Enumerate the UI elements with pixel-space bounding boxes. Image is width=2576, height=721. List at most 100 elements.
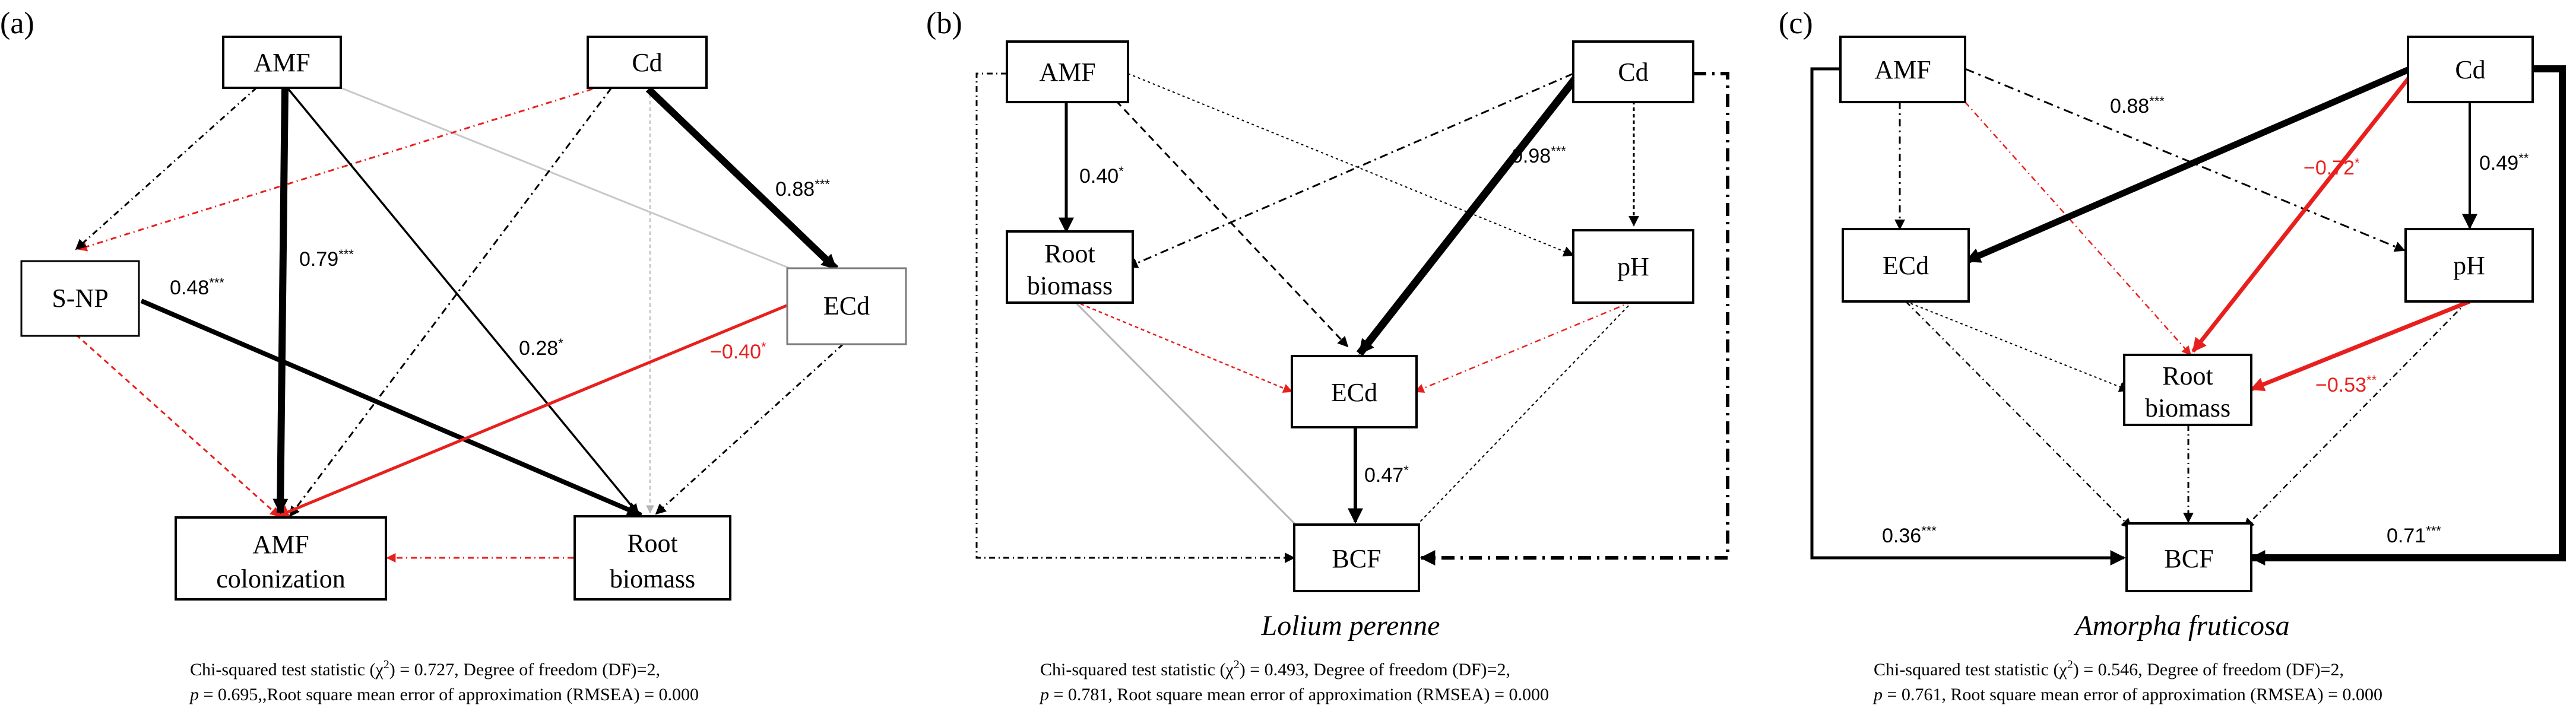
stats-line-1-c: Chi-squared test statistic (χ2) = 0.546,… [1874,658,2344,679]
svg-text:colonization: colonization [216,564,346,593]
svg-text:Cd: Cd [2455,55,2485,84]
node-ecd: ECd [786,267,907,345]
coef-cd-ecd: 0.98*** [1512,144,1566,167]
path-amf-to-ph [1965,68,2406,252]
svg-text:BCF: BCF [1332,544,1381,573]
path-cd-to-snp [77,88,593,252]
panel-label-a: (a) [0,7,34,40]
stats-line-2-c: p = 0.761, Root square mean error of app… [1872,685,2382,704]
path-cd-to-bcf-outer [2249,65,2566,566]
path-snp-to-amfcol [75,333,280,517]
node-bcf: BCF [2125,522,2252,592]
svg-text:ECd: ECd [1331,378,1377,407]
svg-text:biomass: biomass [610,564,695,593]
species-name-c: Amorpha fruticosa [2073,610,2289,641]
node-cd: Cd [1572,40,1694,103]
path-ph-to-bcf [1407,301,1633,535]
path-ecd-to-rootbiomass [1905,301,2130,392]
coef-cd-ecd: 0.88*** [2110,94,2165,117]
svg-text:Root: Root [1044,239,1095,268]
path-amf-to-amfcol [273,87,289,514]
coef-cd-rootbiomass: −0.72* [2303,155,2360,179]
svg-text:AMF: AMF [1039,58,1095,87]
panel-label-b: (b) [926,7,962,40]
node-ph: pH [2404,228,2534,303]
path-amf-to-bcf-outer [975,72,1295,563]
stats-line-2-a: p = 0.695,,Root square mean error of app… [189,685,699,704]
path-cd-to-ecd [645,86,839,272]
path-amf-to-rootbiomass [340,87,869,301]
node-snp: S-NP [20,260,140,337]
path-ph-to-bcf [2243,301,2468,529]
node-ecd: ECd [1842,228,1970,303]
node-amf: AMF [1006,40,1129,103]
node-amf: AMF [222,36,342,89]
node-amf: AMF [1839,36,1966,103]
svg-text:ECd: ECd [823,291,870,320]
path-rootbiomass-to-ecd [1074,300,1293,393]
path-amf-to-ph [1127,73,1574,257]
path-cd-to-ecd [1965,65,2412,265]
path-cd-to-rootbiomass [2191,74,2412,353]
svg-text:S-NP: S-NP [52,284,108,313]
path-cd-to-amfcol [289,87,613,517]
panel-c: AMF Cd ECd pH Root biomass BCF 0.88*** −… [1779,7,2566,704]
svg-text:Cd: Cd [1618,58,1648,87]
coef-ph-rootbiomass: −0.53** [2315,373,2377,396]
path-amf-to-rootbiomass-sig [286,87,639,515]
node-root-biomass: Root biomass [573,515,731,601]
node-ecd: ECd [1291,355,1418,428]
stats-line-2-b: p = 0.781, Root square mean error of app… [1039,685,1549,704]
path-ph-to-ecd [1414,300,1633,393]
coef-cd-ph: 0.49** [2479,151,2529,174]
coef-cd-ecd: 0.88*** [775,177,830,201]
species-name-b: Lolium perenne [1261,610,1440,641]
path-amf-to-bcf-outer [1810,67,2126,566]
path-ecd-to-bcf [1905,301,2133,529]
path-amf-to-rootbiomass [1965,101,2192,356]
coef-snp-rootbiomass: 0.48*** [170,275,224,299]
coef-amf-amfcol: 0.79*** [299,247,354,271]
svg-text:Cd: Cd [632,48,662,77]
panel-a: AMF Cd S-NP ECd AMF colonization Root bi… [0,7,907,704]
svg-text:pH: pH [1617,252,1649,281]
node-cd: Cd [587,36,708,89]
path-ph-to-rootbiomass [2249,299,2471,392]
coef-ecd-bcf: 0.47* [1364,463,1409,487]
panel-b: AMF Cd Root biomass pH ECd BCF 0.40* 0.9… [926,7,1729,704]
node-root-biomass: Root biomass [1006,230,1134,304]
path-ecd-to-rootbiomass [655,343,844,515]
svg-text:biomass: biomass [2145,393,2230,423]
path-ecd-to-amfcol [274,304,787,519]
panel-label-c: (c) [1779,7,1813,40]
path-amf-to-ecd [1115,100,1349,348]
svg-text:AMF: AMF [1874,55,1931,84]
path-rootbiomass-to-bcf [1073,300,1306,535]
node-bcf: BCF [1293,523,1420,592]
svg-text:Root: Root [627,529,678,558]
node-root-biomass: Root biomass [2123,354,2252,426]
node-cd: Cd [2407,36,2534,103]
path-snp-to-rootbiomass [140,298,643,517]
svg-text:pH: pH [2453,251,2485,280]
svg-text:BCF: BCF [2164,544,2213,573]
coef-amf-bcf: 0.36*** [1882,523,1937,547]
stats-line-1-b: Chi-squared test statistic (χ2) = 0.493,… [1040,658,1510,679]
node-ph: pH [1572,229,1694,304]
svg-text:AMF: AMF [252,530,309,559]
path-cd-to-bcf-outer [1420,72,1729,566]
path-cd-to-ecd [1356,71,1583,357]
node-amf-colonization: AMF colonization [175,516,387,601]
coef-ecd-amfcol: −0.40* [710,339,766,363]
svg-text:ECd: ECd [1883,251,1929,280]
coef-cd-bcf: 0.71*** [2387,523,2441,547]
path-cd-to-rootbiomass [1127,72,1574,268]
svg-text:Root: Root [2162,361,2213,390]
coef-amf-rootbiomass: 0.40* [1079,164,1124,188]
path-amf-to-snp [75,87,258,250]
coef-amf-rootbiomass: 0.28* [519,336,563,360]
stats-line-1-a: Chi-squared test statistic (χ2) = 0.727,… [190,658,660,679]
svg-text:AMF: AMF [254,48,310,77]
svg-text:biomass: biomass [1027,271,1113,300]
